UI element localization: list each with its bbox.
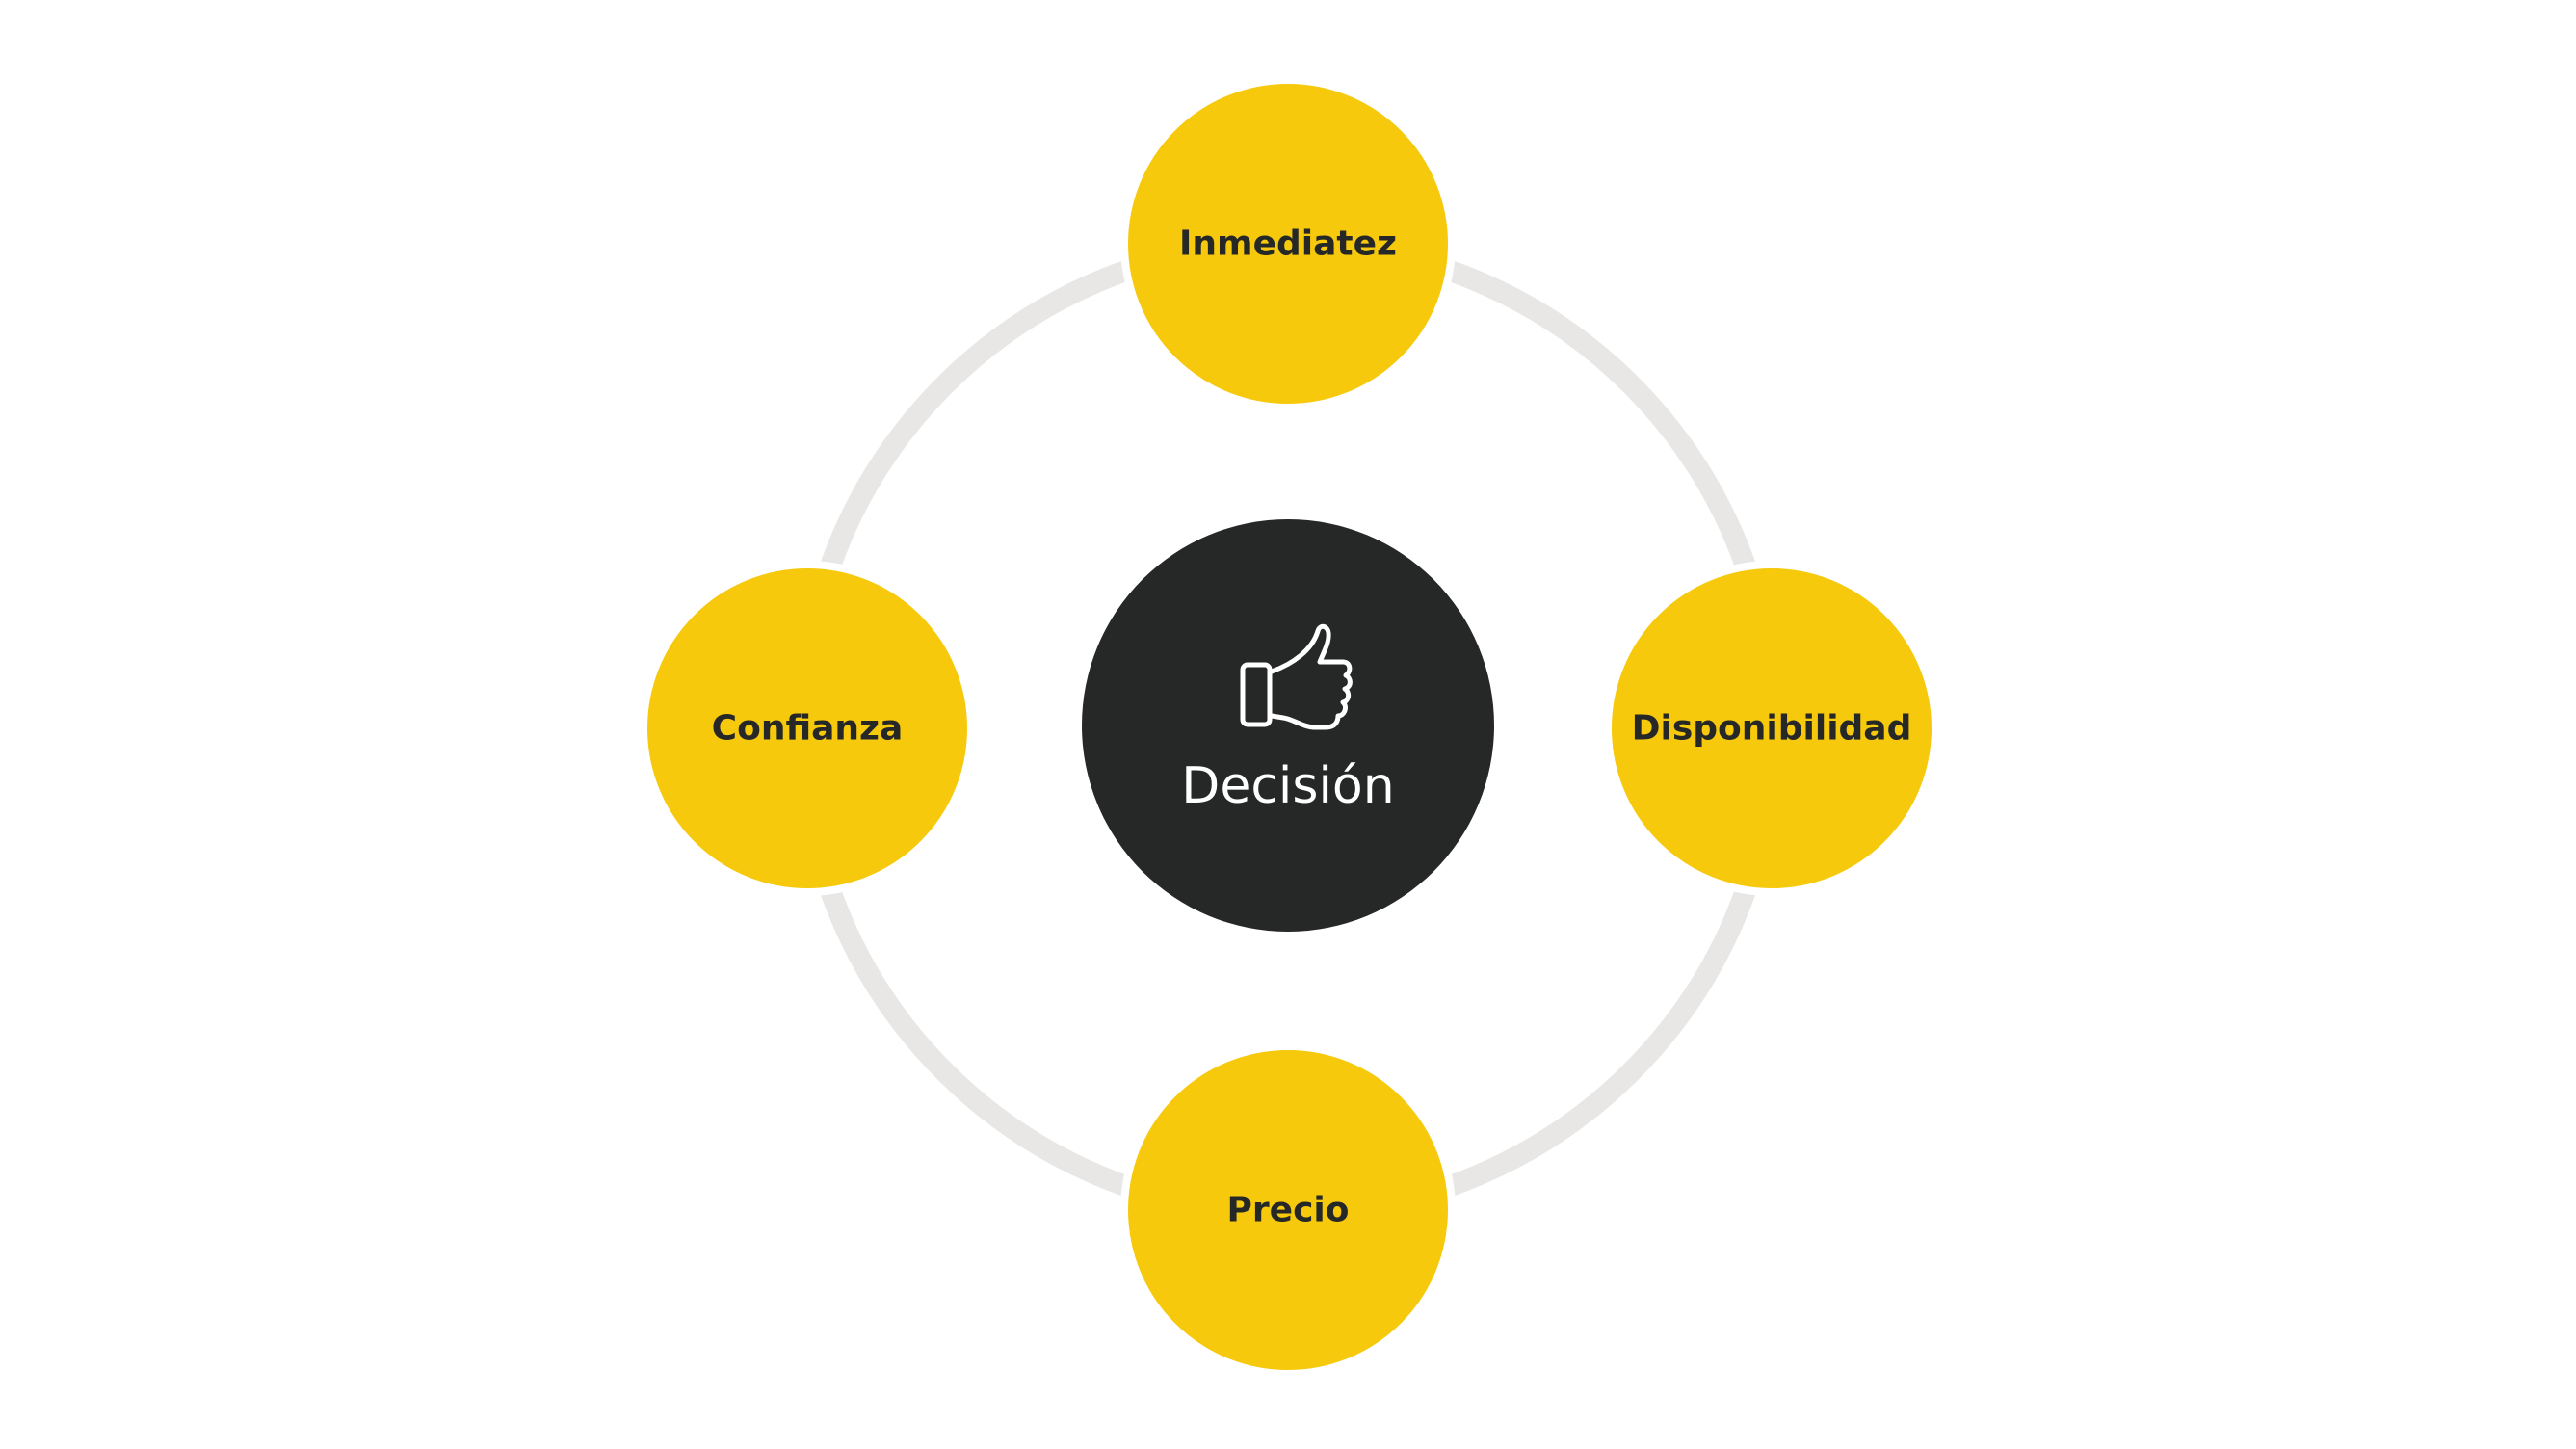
node-precio: Precio <box>1120 1042 1456 1378</box>
node-label-disponibilidad: Disponibilidad <box>1632 709 1912 749</box>
node-label-inmediatez: Inmediatez <box>1179 224 1397 264</box>
center-node-decision: Decisión <box>1082 519 1494 932</box>
center-circle <box>1082 519 1494 932</box>
node-circle-confianza <box>640 561 975 896</box>
node-label-confianza: Confianza <box>712 709 904 749</box>
node-confianza: Confianza <box>640 561 975 896</box>
node-circle-inmediatez <box>1120 76 1456 411</box>
thumbs-up-icon <box>1240 623 1353 730</box>
node-label-precio: Precio <box>1227 1191 1350 1230</box>
node-circle-disponibilidad <box>1604 561 1939 896</box>
node-circle-precio <box>1120 1042 1456 1378</box>
center-label: Decisión <box>1181 757 1394 815</box>
node-inmediatez: Inmediatez <box>1120 76 1456 411</box>
node-disponibilidad: Disponibilidad <box>1604 561 1939 896</box>
